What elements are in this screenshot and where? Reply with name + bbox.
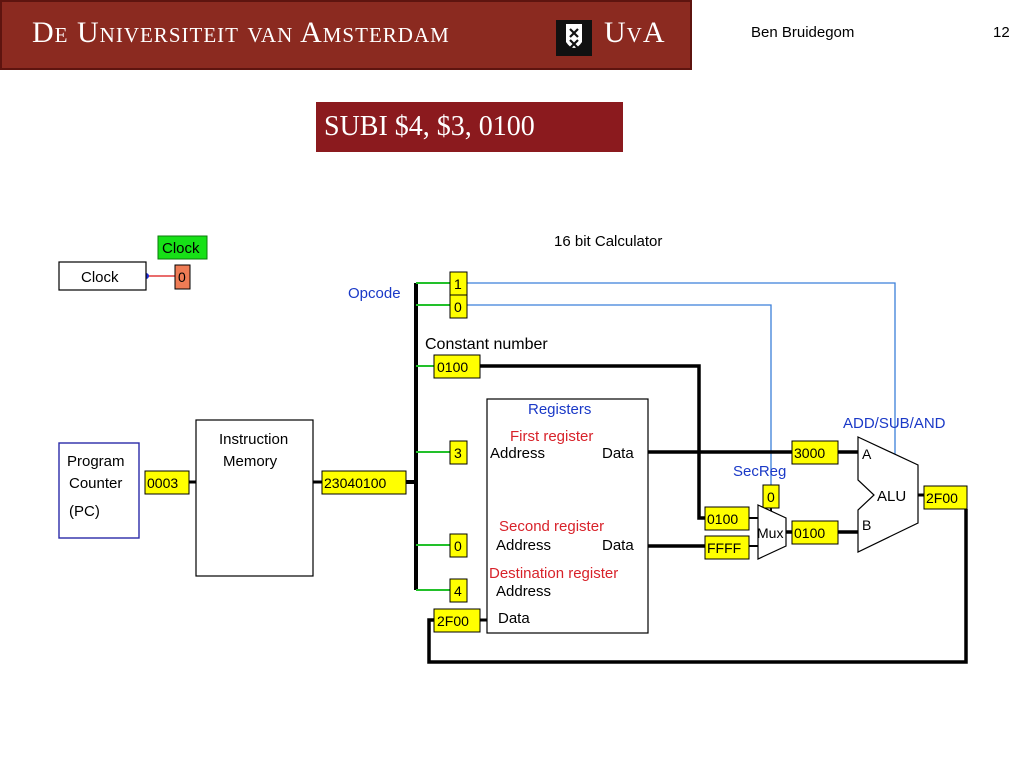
clock-indicator (157, 235, 208, 260)
university-logo (556, 20, 592, 56)
alu-input-b-label: B (862, 517, 871, 533)
dest-address-label: Address (496, 583, 551, 600)
mux-shape (757, 504, 787, 560)
pc-label-line1: Program (67, 453, 125, 470)
instruction-value-box (321, 470, 407, 495)
memory-label-line1: Instruction (219, 431, 288, 448)
first-address-box (449, 440, 468, 465)
pc-value: 0003 (147, 475, 178, 491)
secreg-value-box (762, 484, 780, 509)
instruction-memory-box (195, 419, 314, 577)
diagram-title: 16 bit Calculator (554, 233, 662, 250)
mux-in-const-box (704, 506, 750, 531)
opcode-bit1: 1 (454, 276, 462, 292)
alu-input-a-label: A (862, 446, 872, 462)
clock-button[interactable] (58, 261, 147, 291)
alu-a-value-box (791, 440, 839, 465)
clock-indicator-label: Clock (162, 240, 200, 257)
dest-address-value: 4 (454, 583, 462, 599)
constant-value-box (433, 354, 481, 379)
dest-address-box (449, 578, 468, 603)
memory-label-line2: Memory (223, 453, 278, 470)
mux-out-value: 0100 (794, 525, 825, 541)
opcode-bit1-wire (467, 282, 896, 455)
registers-title: Registers (528, 401, 591, 418)
second-data-label: Data (602, 537, 634, 554)
mux-label: Mux (757, 525, 783, 541)
opcode-bit0-wire (467, 304, 772, 485)
second-address-value: 0 (454, 538, 462, 554)
instruction-value: 23040100 (324, 475, 387, 491)
mux-in-reg-box (704, 535, 750, 560)
pc-label-line3: (PC) (69, 503, 100, 520)
alu-label: ALU (877, 488, 906, 505)
secreg-label: SecReg (733, 463, 786, 480)
writeback-wire (427, 509, 968, 664)
registers-box (486, 398, 649, 634)
secreg-value: 0 (767, 489, 775, 505)
program-counter-box (58, 442, 140, 539)
mux-in-reg-value: FFFF (707, 540, 741, 556)
alu-result-value: 2F00 (926, 490, 958, 506)
destination-register-label: Destination register (489, 565, 618, 582)
alu-a-value: 3000 (794, 445, 825, 461)
university-banner: De Universiteit van Amsterdam UvA (0, 0, 692, 70)
dest-data-label: Data (498, 610, 530, 627)
university-abbrev: UvA (604, 16, 666, 49)
opcode-label: Opcode (348, 285, 401, 302)
opcode-bit0-box (449, 294, 468, 319)
clock-value: 0 (178, 269, 186, 285)
first-address-value: 3 (454, 445, 462, 461)
author-name: Ben Bruidegom (751, 24, 855, 41)
mux-out-box (791, 520, 839, 545)
second-address-label: Address (496, 537, 551, 554)
opcode-bit0: 0 (454, 299, 462, 315)
clock-button-label: Clock (81, 269, 119, 286)
clock-value-box (174, 264, 191, 290)
constant-wire (480, 364, 705, 520)
alu-shape (857, 436, 919, 553)
first-register-label: First register (510, 428, 593, 445)
constant-value: 0100 (437, 359, 468, 375)
slide-title: SUBI $4, $3, 0100 (324, 111, 535, 142)
alu-result-box (923, 485, 968, 510)
first-data-label: Data (602, 445, 634, 462)
constant-label: Constant number (425, 336, 548, 353)
second-register-label: Second register (499, 518, 604, 535)
first-address-label: Address (490, 445, 545, 462)
pc-value-box (144, 470, 190, 495)
dest-data-box (433, 608, 481, 633)
alu-title: ADD/SUB/AND (843, 415, 946, 432)
university-name: De Universiteit van Amsterdam (32, 16, 450, 49)
slide-title-box: SUBI $4, $3, 0100 (316, 102, 623, 152)
dest-data-value: 2F00 (437, 613, 469, 629)
page-number: 12 (993, 24, 1010, 41)
second-address-box (449, 533, 468, 558)
pc-label-line2: Counter (69, 475, 122, 492)
mux-in-const-value: 0100 (707, 511, 738, 527)
